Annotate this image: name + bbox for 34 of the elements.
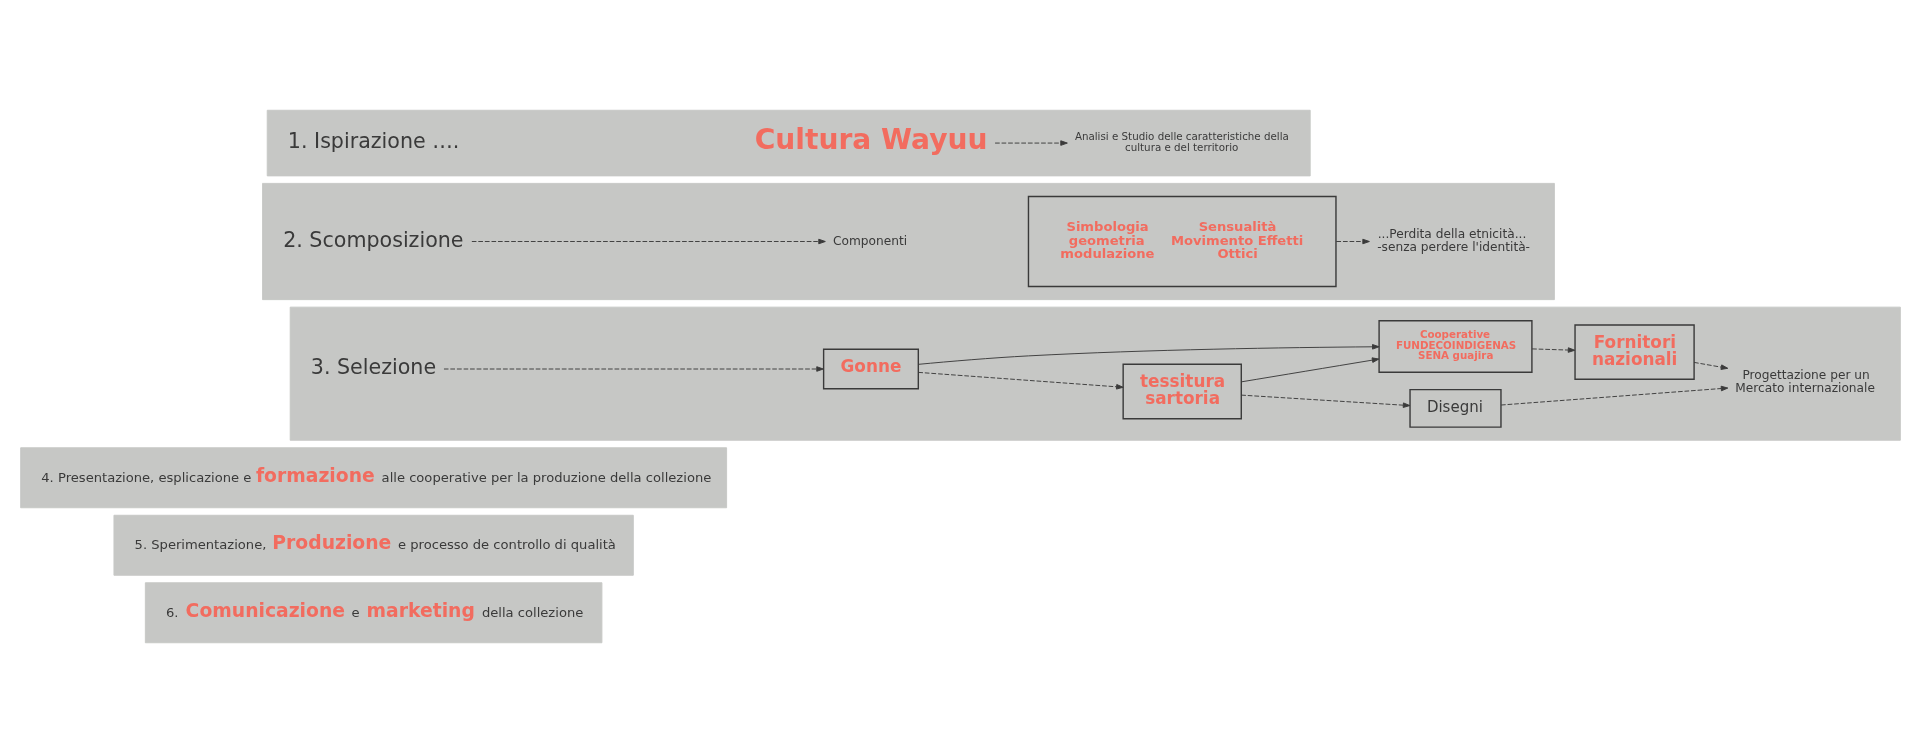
node-text: ...Perdita della etnicità... -senza perdere l'identità- xyxy=(1377,226,1531,254)
arrow xyxy=(1335,238,1370,244)
arrow xyxy=(443,365,824,372)
arrow xyxy=(994,139,1068,146)
cluster xyxy=(262,182,1555,300)
node-box: Simbologia geometria modulazione Sensualità Movimento Effetti Ottici xyxy=(1027,195,1337,287)
node-text: 4. Presentazione, esplicazione e formazione alle cooperative per la produzione della collezione xyxy=(41,464,712,485)
node-text: Componenti xyxy=(833,233,908,248)
arrow xyxy=(1240,356,1380,382)
node-box: Disegni xyxy=(1409,388,1502,428)
node-text: Analisi e Studio delle caratteristiche della cultura e del territorio xyxy=(1074,129,1289,153)
arrow xyxy=(471,238,826,244)
node-text: 5. Sperimentazione, Produzione e processo de controllo di qualità xyxy=(134,531,616,553)
arrow xyxy=(918,371,1124,390)
node-text: Cultura Wayuu xyxy=(754,122,988,156)
cluster xyxy=(266,109,1311,176)
arrow xyxy=(917,343,1380,365)
cluster xyxy=(113,514,634,576)
cluster xyxy=(20,446,728,508)
node-text: 6. Comunicazione e marketing della collezione xyxy=(165,599,584,620)
node-text: 3. Selezione xyxy=(310,354,437,379)
node-box: Fornitori nazionali xyxy=(1574,323,1695,380)
node-box: Gonne xyxy=(822,348,919,389)
node-box: tessitura sartoria xyxy=(1122,363,1242,419)
cluster xyxy=(289,306,1901,441)
node-text: Progettazione per un Mercato internazionale xyxy=(1735,367,1875,395)
arrow xyxy=(1500,385,1729,405)
arrow xyxy=(1693,361,1729,370)
node-text: 2. Scomposizione xyxy=(283,227,464,252)
arrow xyxy=(1240,394,1411,408)
arrow xyxy=(1531,346,1576,353)
node-box: Cooperative FUNDECOINDIGENAS SENA guajira xyxy=(1378,319,1533,373)
cluster xyxy=(144,581,603,643)
node-text: 1. Ispirazione …. xyxy=(287,128,460,153)
